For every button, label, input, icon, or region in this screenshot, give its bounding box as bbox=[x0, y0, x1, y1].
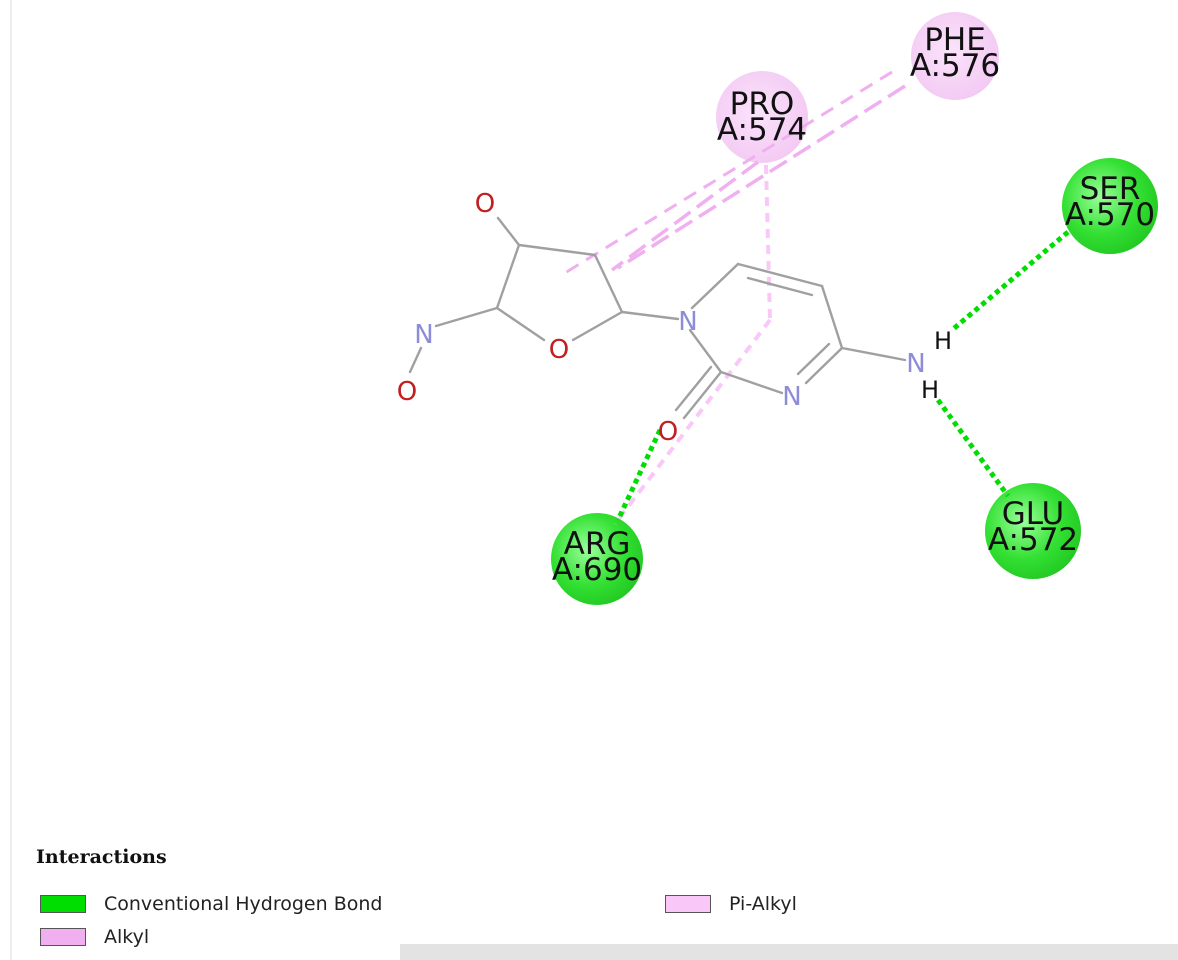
residue-labels: PHE A:576 PRO A:574 SER A:570 ARG A:690 … bbox=[552, 22, 1155, 588]
hbond-line-arg690 bbox=[615, 428, 663, 522]
alkyl-line-phe576 bbox=[617, 84, 906, 270]
residue-disc-ser570[interactable] bbox=[1062, 158, 1158, 254]
residue-chain-ser570: A:570 bbox=[1065, 197, 1155, 233]
legend-title: Interactions bbox=[36, 846, 167, 868]
legend-label-hbond: Conventional Hydrogen Bond bbox=[104, 893, 383, 915]
atom-n1: N bbox=[678, 307, 697, 337]
alkyl-line-phe576-b bbox=[559, 70, 893, 278]
residue-chain-arg690: A:690 bbox=[552, 552, 642, 588]
atom-o-carbonyl: O bbox=[658, 417, 678, 447]
atom-h-amine-2: H bbox=[921, 376, 939, 404]
hbond-line-ser570 bbox=[950, 230, 1070, 332]
legend-item-pialkyl: Pi-Alkyl bbox=[665, 893, 797, 915]
atom-o-oxime: O bbox=[397, 377, 417, 407]
residue-discs bbox=[551, 12, 1158, 605]
atom-o-ring: O bbox=[549, 335, 569, 365]
left-border bbox=[10, 0, 12, 960]
residue-name-ser570: SER bbox=[1080, 171, 1141, 207]
pialkyl-line-arg690 bbox=[613, 318, 772, 526]
residue-disc-arg690[interactable] bbox=[551, 513, 643, 605]
legend-swatch-pialkyl bbox=[665, 895, 711, 913]
residue-disc-glu572[interactable] bbox=[985, 483, 1081, 579]
atom-n-oxime: N bbox=[414, 320, 433, 350]
residue-name-arg690: ARG bbox=[564, 526, 631, 562]
residue-disc-pro574[interactable] bbox=[716, 71, 808, 163]
atom-h-amine-1: H bbox=[934, 327, 952, 355]
atom-labels: O N O O N N O N H H bbox=[397, 189, 952, 447]
alkyl-line-pro574 bbox=[610, 160, 760, 272]
atom-n3: N bbox=[782, 382, 801, 412]
ligand-bonds bbox=[408, 216, 907, 420]
legend-label-alkyl: Alkyl bbox=[104, 926, 150, 948]
residue-chain-pro574: A:574 bbox=[717, 112, 807, 148]
legend-swatch-alkyl bbox=[40, 928, 86, 946]
atom-o-hydroxyl: O bbox=[475, 189, 495, 219]
residue-name-pro574: PRO bbox=[730, 86, 795, 122]
hbond-line-glu572 bbox=[935, 398, 1011, 498]
legend-swatch-hbond bbox=[40, 895, 86, 913]
legend-label-pialkyl: Pi-Alkyl bbox=[729, 893, 797, 915]
residue-name-phe576: PHE bbox=[924, 22, 986, 58]
residue-chain-glu572: A:572 bbox=[988, 522, 1078, 558]
legend-item-alkyl: Alkyl bbox=[40, 926, 149, 948]
residue-disc-phe576[interactable] bbox=[911, 12, 999, 100]
legend-item-hbond: Conventional Hydrogen Bond bbox=[40, 893, 382, 915]
residue-name-glu572: GLU bbox=[1002, 496, 1064, 532]
residue-chain-phe576: A:576 bbox=[910, 48, 1000, 84]
interaction-lines bbox=[559, 70, 1070, 526]
atom-n-amine: N bbox=[906, 349, 925, 379]
bottom-panel bbox=[400, 944, 1178, 960]
pialkyl-line-pro574 bbox=[764, 164, 772, 321]
